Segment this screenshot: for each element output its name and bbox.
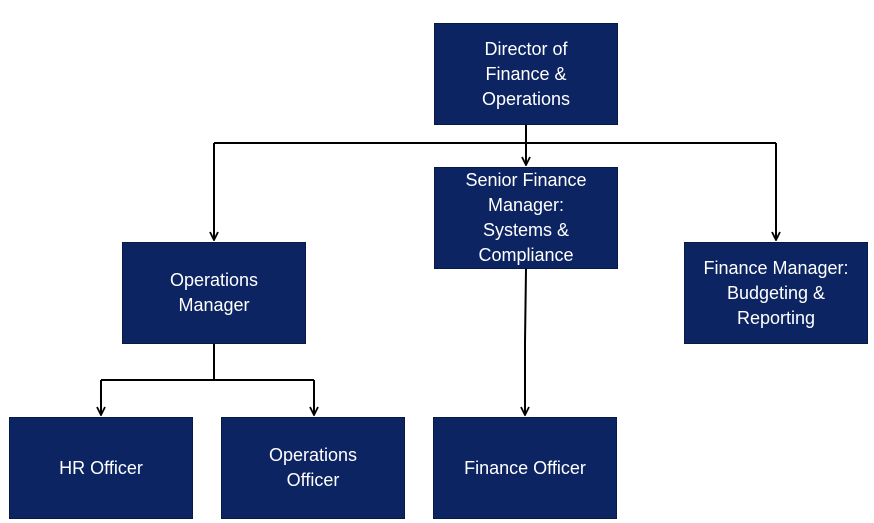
box-senior-finance-manager-line-1: Senior Finance (465, 170, 587, 190)
box-operations-manager-line-2: Manager (178, 295, 250, 315)
box-operations-manager-line-1: Operations (169, 270, 259, 290)
box-senior-finance-manager-label: Senior Finance Manager: Systems & Compli… (465, 168, 586, 268)
box-finance-manager: Finance Manager: Budgeting & Reporting (684, 242, 868, 344)
box-senior-finance-manager-line-4: Compliance (478, 245, 574, 265)
box-director: Director of Finance & Operations (434, 23, 618, 125)
box-director-line-2: Finance & (485, 63, 567, 84)
box-finance-manager-label: Finance Manager: Budgeting & Reporting (703, 256, 848, 331)
connector-to-finance-officer (525, 268, 526, 415)
box-hr-officer: HR Officer (9, 417, 193, 519)
box-director-label: Director of Finance & Operations (482, 37, 570, 112)
box-operations-officer-label: Operations Officer (269, 443, 357, 493)
box-finance-officer: Finance Officer (433, 417, 617, 519)
box-operations-manager: Operations Manager (122, 242, 306, 344)
box-finance-officer-label: Finance Officer (464, 456, 586, 481)
box-finance-officer-line-1: Finance Officer (464, 457, 586, 478)
box-director-line-3: Operations (481, 88, 571, 109)
box-senior-finance-manager-line-3: Systems & (482, 220, 569, 240)
box-operations-officer-line-1: Operations (268, 445, 358, 465)
box-senior-finance-manager: Senior Finance Manager: Systems & Compli… (434, 167, 618, 269)
box-hr-officer-line-1: HR Officer (59, 457, 143, 478)
box-finance-manager-line-1: Finance Manager: (703, 257, 849, 278)
box-hr-officer-label: HR Officer (59, 456, 143, 481)
box-finance-manager-line-2: Budgeting & (726, 282, 826, 303)
box-director-line-1: Director of (484, 38, 568, 59)
box-senior-finance-manager-line-2: Manager: (487, 195, 565, 215)
box-operations-officer-line-2: Officer (286, 470, 340, 490)
box-operations-officer: Operations Officer (221, 417, 405, 519)
box-operations-manager-label: Operations Manager (170, 268, 258, 318)
box-finance-manager-line-3: Reporting (736, 307, 816, 328)
